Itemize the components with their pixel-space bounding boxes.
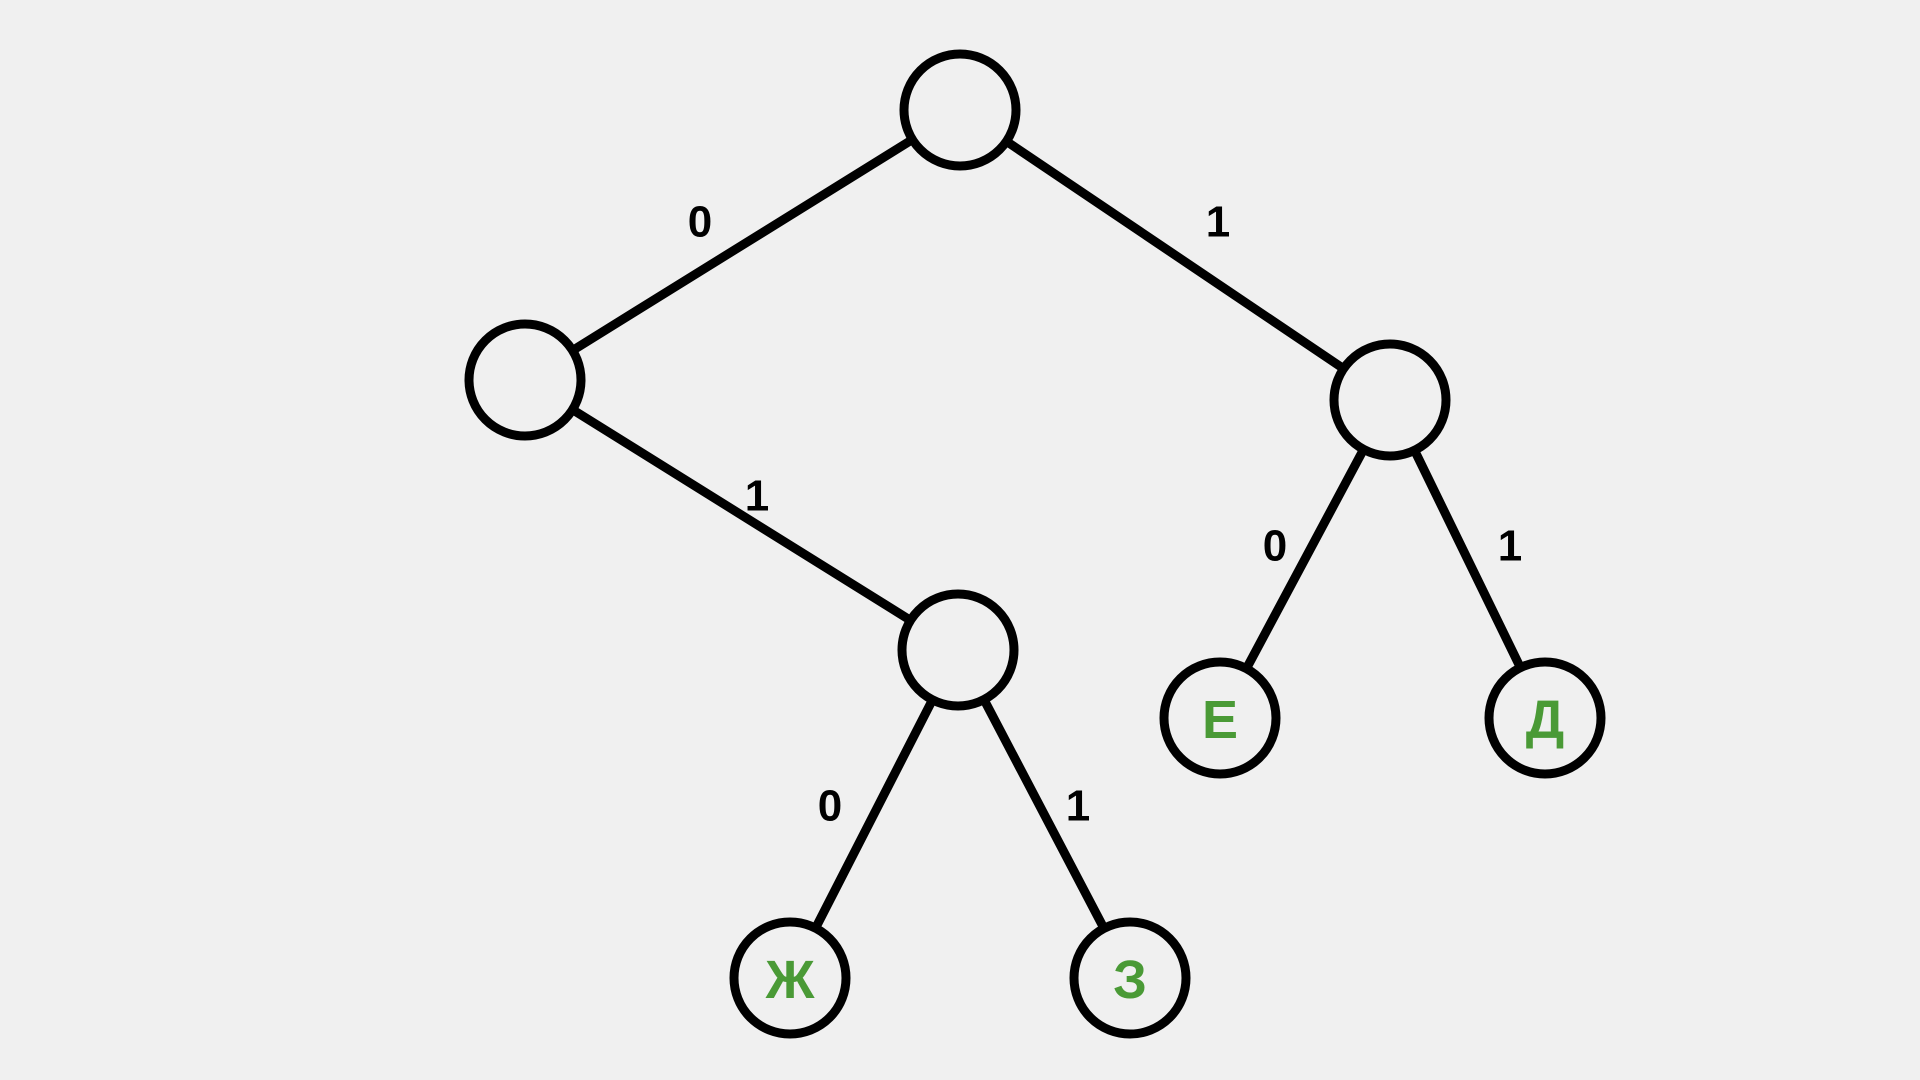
leaf-node-leaf-zh[interactable]: Ж xyxy=(729,917,851,1039)
tree-edge-root-to-n-r xyxy=(1003,137,1347,373)
internal-node-root[interactable] xyxy=(899,49,1021,171)
tree-edge-n-r-to-leaf-d xyxy=(1410,447,1525,671)
node-circle-n-r[interactable] xyxy=(1329,339,1451,461)
edge-label-e-root-r: 1 xyxy=(1206,198,1230,247)
node-circle-n-lr[interactable] xyxy=(897,589,1019,711)
node-label-leaf-e: Е xyxy=(1202,690,1238,750)
tree-edge-n-l-to-n-lr xyxy=(569,406,914,624)
node-circle-leaf-d[interactable] xyxy=(1484,657,1606,779)
leaf-node-leaf-d[interactable]: Д xyxy=(1484,657,1606,779)
tree-edge-n-lr-to-leaf-zh xyxy=(811,697,937,931)
edge-labels-layer: 0 1 1 0 1 0 1 xyxy=(688,198,1522,831)
leaf-node-leaf-z[interactable]: З xyxy=(1069,917,1191,1039)
internal-node-n-l[interactable] xyxy=(464,319,586,441)
edge-label-e-r-d: 1 xyxy=(1498,522,1522,571)
internal-node-n-r[interactable] xyxy=(1329,339,1451,461)
edge-label-e-l-lr: 1 xyxy=(745,472,769,521)
node-circle-root[interactable] xyxy=(899,49,1021,171)
node-label-leaf-zh: Ж xyxy=(765,950,816,1010)
nodes-layer: Е Д Ж З xyxy=(464,49,1606,1039)
node-label-leaf-d: Д xyxy=(1526,690,1564,750)
edge-label-e-r-e: 0 xyxy=(1263,522,1287,571)
internal-node-n-lr[interactable] xyxy=(897,589,1019,711)
tree-edge-n-lr-to-leaf-z xyxy=(980,696,1108,932)
edge-label-e-lr-z: 1 xyxy=(1066,782,1090,831)
edge-label-e-root-l: 0 xyxy=(688,198,712,247)
leaf-node-leaf-e[interactable]: Е xyxy=(1159,657,1281,779)
node-circle-n-l[interactable] xyxy=(464,319,586,441)
edge-label-e-lr-zh: 0 xyxy=(818,782,842,831)
edges-layer xyxy=(569,136,1525,932)
node-label-leaf-z: З xyxy=(1113,950,1147,1010)
tree-edge-root-to-n-l xyxy=(569,136,916,354)
node-circle-leaf-z[interactable] xyxy=(1069,917,1191,1039)
node-circle-leaf-e[interactable] xyxy=(1159,657,1281,779)
node-circle-leaf-zh[interactable] xyxy=(729,917,851,1039)
tree-edge-n-r-to-leaf-e xyxy=(1242,446,1368,672)
